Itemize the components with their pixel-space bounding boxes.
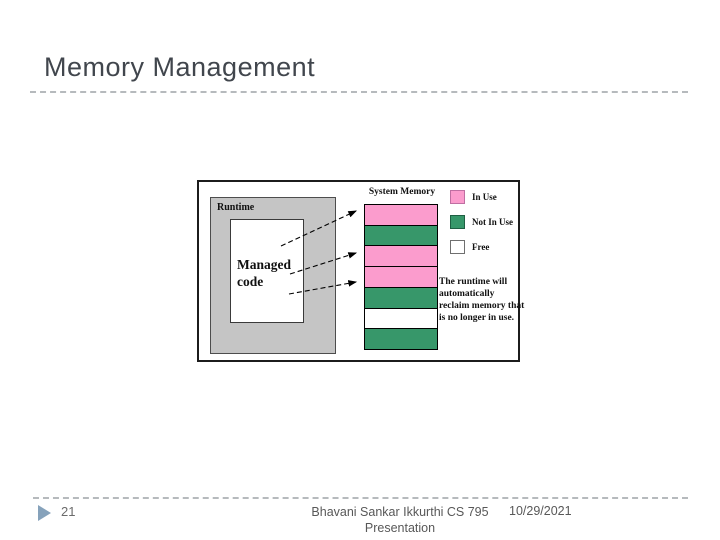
runtime-label: Runtime — [217, 202, 255, 213]
memory-block-not-in-use — [364, 328, 438, 351]
legend-label: In Use — [472, 192, 497, 202]
footer-text: Bhavani Sankar Ikkurthi CS 795 Presentat… — [290, 504, 510, 537]
in-use-swatch — [450, 190, 465, 204]
footer-author-line: Bhavani Sankar Ikkurthi CS 795 — [311, 505, 489, 519]
system-memory-label: System Memory — [368, 187, 436, 197]
legend-label: Not In Use — [472, 217, 514, 227]
free-swatch — [450, 240, 465, 254]
page-number: 21 — [61, 504, 76, 519]
runtime-box: Runtime Managed code — [210, 197, 336, 354]
diagram-caption: The runtime will automatically reclaim m… — [439, 277, 525, 324]
slide-bullet-triangle-icon — [38, 505, 51, 521]
legend-item-free: Free — [450, 240, 513, 254]
title-divider — [30, 91, 688, 93]
memory-management-diagram: Runtime Managed code System Memory In Us… — [197, 180, 524, 362]
legend: In Use Not In Use Free — [450, 190, 513, 265]
not-in-use-swatch — [450, 215, 465, 229]
pointer-arrows — [280, 210, 358, 295]
footer-date: 10/29/2021 — [509, 504, 572, 518]
managed-code-label: Managed code — [237, 257, 291, 289]
managed-code-box: Managed code — [230, 219, 304, 323]
footer-presentation-line: Presentation — [364, 521, 436, 536]
legend-label: Free — [472, 242, 490, 252]
footer-divider — [33, 497, 688, 499]
page-title: Memory Management — [44, 52, 316, 82]
memory-stack — [364, 204, 438, 351]
legend-item-in-use: In Use — [450, 190, 513, 204]
legend-item-not-in-use: Not In Use — [450, 215, 513, 229]
